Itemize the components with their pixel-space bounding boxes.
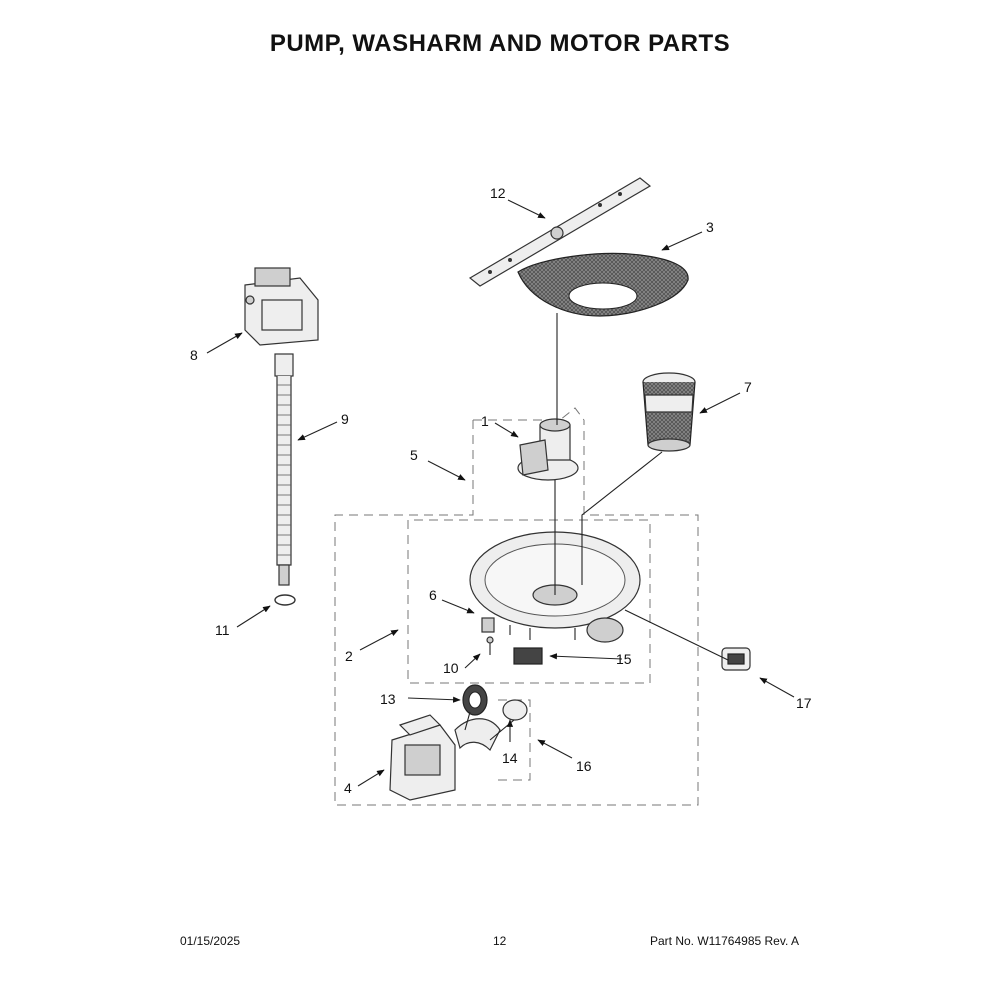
screw-part	[486, 636, 494, 655]
callout-14: 14	[502, 750, 518, 766]
callout-2: 2	[345, 648, 353, 664]
connector-part	[513, 647, 543, 665]
callout-1: 1	[481, 413, 489, 429]
footer-page-number: 12	[493, 934, 507, 948]
filter-cup-part	[642, 372, 696, 452]
page-title: PUMP, WASHARM AND MOTOR PARTS	[269, 30, 731, 57]
callout-15: 15	[616, 651, 632, 667]
callout-10: 10	[443, 660, 459, 676]
pump-housing-part	[517, 418, 579, 481]
callout-3: 3	[706, 219, 714, 235]
hose-clamp-part	[274, 594, 296, 606]
callout-17: 17	[796, 695, 812, 711]
callout-6: 6	[429, 587, 437, 603]
filter-screen-part	[517, 252, 689, 317]
sensor-part	[721, 647, 751, 671]
callout-5: 5	[410, 447, 418, 463]
callout-8: 8	[190, 347, 198, 363]
wash-arm-part	[468, 177, 652, 287]
callout-9: 9	[341, 411, 349, 427]
callout-12: 12	[490, 185, 506, 201]
callout-16: 16	[576, 758, 592, 774]
callout-arrows	[206, 199, 795, 787]
pump-motor-part	[389, 714, 456, 801]
footer-date: 01/15/2025	[180, 934, 241, 948]
group-outline-sump	[407, 519, 651, 684]
motor-part	[244, 267, 319, 346]
footer-part-number: Part No. W11764985 Rev. A	[650, 934, 799, 948]
callout-13: 13	[380, 691, 396, 707]
callout-4: 4	[344, 780, 352, 796]
group-outline-1	[473, 407, 585, 421]
bracket-part	[481, 617, 495, 633]
callout-11: 11	[215, 622, 230, 638]
drain-hose-part	[274, 353, 294, 586]
leader-lines	[464, 313, 729, 741]
callout-7: 7	[744, 379, 752, 395]
seal-ring-part	[462, 684, 488, 716]
